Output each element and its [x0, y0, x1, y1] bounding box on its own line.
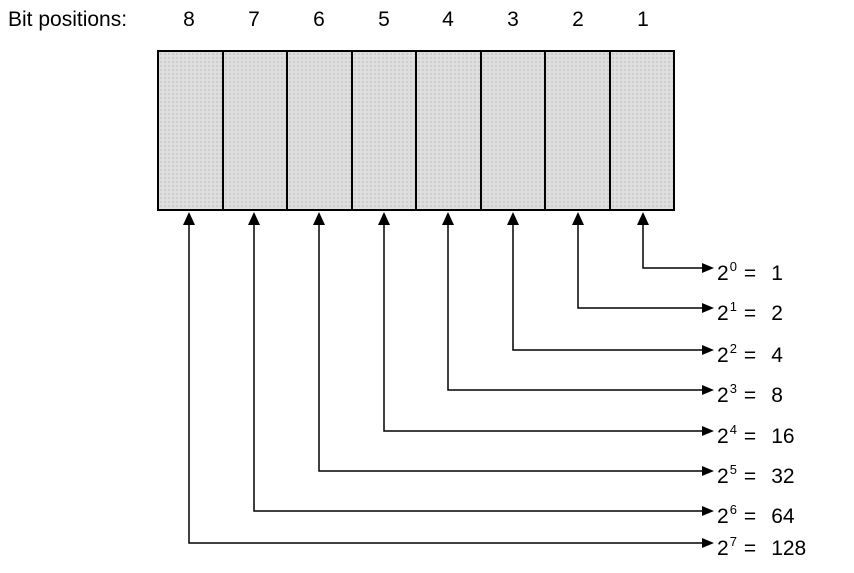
- right-arrowhead-power1: [702, 303, 714, 313]
- up-arrowhead-bit3: [507, 212, 519, 225]
- bit-number-4: 4: [442, 8, 454, 31]
- bit-number-8: 8: [183, 8, 195, 31]
- connector-line-bit3: [512, 224, 703, 351]
- up-arrowhead-bit1: [637, 212, 649, 225]
- equals-sign: =: [743, 425, 757, 448]
- power-exponent: 5: [729, 462, 737, 477]
- right-arrowhead-power6: [702, 506, 714, 516]
- power-label-6: 26 = 64: [717, 497, 795, 528]
- bit-positions-title: Bit positions:: [8, 8, 128, 31]
- connector-line-bit2: [577, 224, 703, 309]
- equals-sign: =: [743, 302, 757, 325]
- right-arrowhead-power0: [702, 263, 714, 273]
- bit-cell-1: [610, 52, 673, 209]
- power-base: 2: [717, 505, 729, 528]
- right-arrowhead-power7: [702, 538, 714, 548]
- power-label-1: 21=2: [717, 294, 783, 325]
- up-arrowhead-bit7: [248, 212, 260, 225]
- right-arrowhead-power3: [702, 385, 714, 395]
- power-exponent: 3: [729, 381, 737, 396]
- power-value: 16: [771, 425, 795, 448]
- bit-cell-2: [546, 52, 611, 209]
- bit-number-5: 5: [378, 8, 390, 31]
- power-label-4: 24 = 16: [717, 417, 795, 448]
- bit-cell-8: [159, 52, 224, 209]
- power-value: 4: [771, 344, 783, 367]
- up-arrowhead-bit2: [572, 212, 584, 225]
- bit-number-3: 3: [507, 8, 519, 31]
- bit-cell-4: [417, 52, 482, 209]
- equals-sign: =: [743, 262, 757, 285]
- up-arrowhead-bit5: [378, 212, 390, 225]
- power-value: 64: [771, 505, 795, 528]
- power-base: 2: [717, 537, 729, 560]
- bit-number-2: 2: [572, 8, 584, 31]
- power-base: 2: [717, 384, 729, 407]
- up-arrowhead-bit6: [313, 212, 325, 225]
- right-arrowhead-power4: [702, 426, 714, 436]
- connector-line-bit5: [383, 224, 703, 432]
- power-value: 1: [771, 262, 783, 285]
- power-exponent: 2: [729, 341, 737, 356]
- equals-sign: =: [743, 384, 757, 407]
- power-value: 32: [771, 465, 795, 488]
- bit-cell-7: [223, 52, 288, 209]
- bit-number-6: 6: [313, 8, 325, 31]
- right-arrowhead-power5: [702, 466, 714, 476]
- equals-sign: =: [743, 344, 757, 367]
- right-arrowhead-power2: [702, 345, 714, 355]
- power-label-3: 23 = 8: [717, 376, 783, 407]
- power-exponent: 7: [729, 534, 737, 549]
- power-exponent: 6: [729, 502, 737, 517]
- power-label-5: 25 = 32: [717, 457, 795, 488]
- power-base: 2: [717, 302, 729, 325]
- connector-line-bit8: [188, 224, 703, 544]
- power-label-0: 20 = 1: [717, 254, 783, 285]
- power-label-2: 22 = 4: [717, 336, 783, 367]
- power-exponent: 0: [729, 259, 737, 274]
- bit-register-box: [157, 50, 675, 211]
- power-base: 2: [717, 262, 729, 285]
- power-base: 2: [717, 344, 729, 367]
- up-arrowhead-bit8: [183, 212, 195, 225]
- connector-line-bit6: [318, 224, 703, 472]
- up-arrowhead-bit4: [442, 212, 454, 225]
- equals-sign: =: [743, 537, 757, 560]
- power-base: 2: [717, 425, 729, 448]
- power-value: 128: [771, 537, 807, 560]
- bit-cell-6: [288, 52, 353, 209]
- bit-number-7: 7: [248, 8, 260, 31]
- bit-cell-3: [481, 52, 546, 209]
- equals-sign: =: [743, 465, 757, 488]
- power-exponent: 4: [729, 422, 737, 437]
- power-value: 8: [771, 384, 783, 407]
- power-label-7: 27 = 128: [717, 529, 807, 560]
- connector-line-bit4: [447, 224, 703, 391]
- power-base: 2: [717, 465, 729, 488]
- connector-line-bit1: [642, 224, 703, 269]
- connector-line-bit7: [253, 224, 703, 512]
- power-exponent: 1: [729, 299, 737, 314]
- power-value: 2: [771, 302, 783, 325]
- bit-number-1: 1: [637, 8, 649, 31]
- equals-sign: =: [743, 505, 757, 528]
- bit-cell-5: [352, 52, 417, 209]
